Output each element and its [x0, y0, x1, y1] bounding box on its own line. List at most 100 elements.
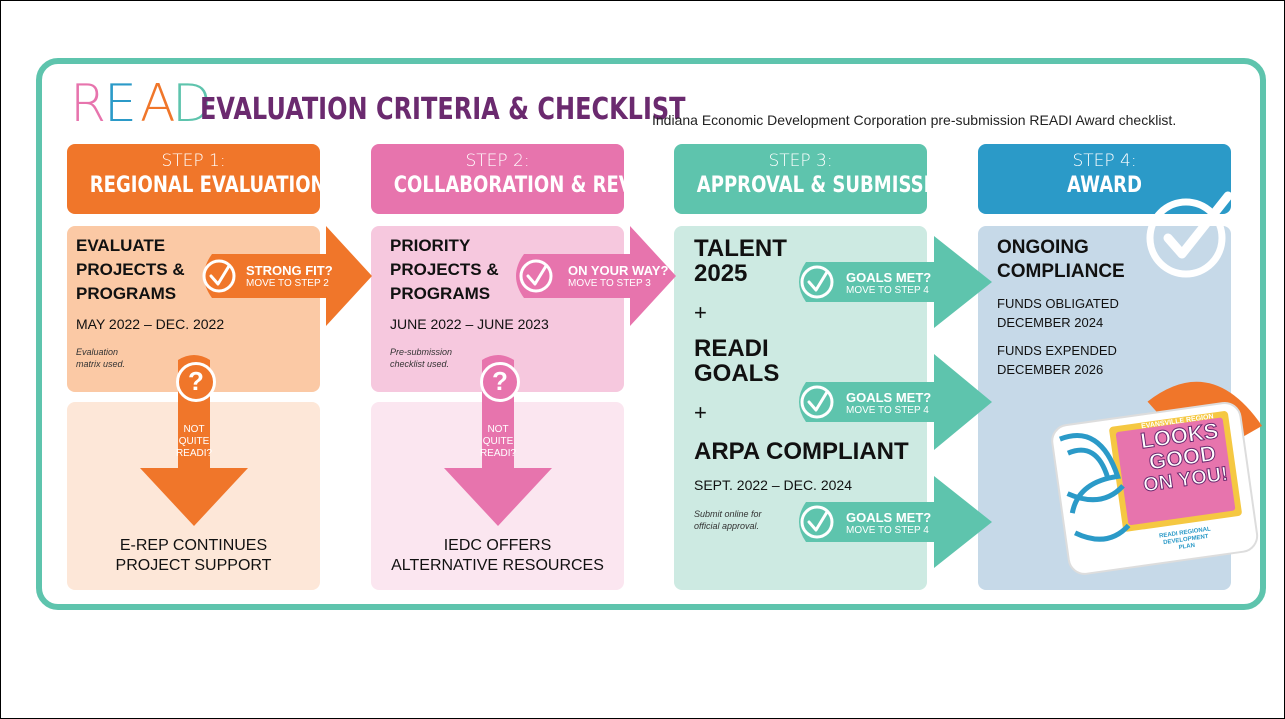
step2-note-line-1: Pre-submission — [390, 347, 453, 357]
step1-notq-line-2: QUITE — [178, 436, 210, 447]
step1-bottom-text: E-REP CONTINUES PROJECT SUPPORT — [67, 536, 320, 576]
goals-met-label-3: GOALS MET? MOVE TO STEP 4 — [846, 510, 931, 536]
question-icon: ? — [176, 362, 216, 402]
on-your-way-check-icon — [519, 259, 553, 293]
step3-number: STEP 3: — [768, 151, 833, 171]
step1-date: MAY 2022 – DEC. 2022 — [76, 316, 225, 332]
step1-not-quite-readi: NOT QUITE READI? — [174, 424, 214, 460]
step1-down-arrow — [140, 355, 248, 526]
goals-met-text-1: GOALS MET? — [846, 270, 932, 285]
step4-number: STEP 4: — [1072, 151, 1137, 171]
step2-forward-arrow — [516, 226, 676, 326]
step3-date: SEPT. 2022 – DEC. 2024 — [694, 477, 852, 493]
step4-expended-line-1: FUNDS EXPENDED — [997, 343, 1117, 358]
step2-title: PRIORITY PROJECTS & PROGRAMS — [390, 234, 499, 306]
step1-title: EVALUATE PROJECTS & PROGRAMS — [76, 234, 185, 306]
step4-obligated: FUNDS OBLIGATED DECEMBER 2024 — [997, 294, 1119, 332]
badge-text: EVANSVILLE REGION LOOKS GOOD ON YOU! — [1121, 411, 1242, 499]
step3-readi-line-2: GOALS — [694, 360, 780, 387]
step3-note: Submit online for official approval. — [694, 508, 762, 532]
step1-bottom-line-1: E-REP CONTINUES — [119, 537, 268, 554]
step3-arpa: ARPA COMPLIANT — [694, 438, 909, 465]
goals-met-subtext-1: MOVE TO STEP 4 — [846, 285, 929, 296]
step2-bottom-text: IEDC OFFERS ALTERNATIVE RESOURCES — [371, 536, 624, 576]
looks-good-badge — [1051, 381, 1263, 575]
goals-met-text-2: GOALS MET? — [846, 390, 932, 405]
step1-notq-line-3: READI? — [175, 448, 213, 459]
step1-name: REGIONAL EVALUATION — [89, 173, 326, 198]
step4-title: ONGOING COMPLIANCE — [997, 236, 1125, 284]
step2-bottom-line-1: IEDC OFFERS — [443, 537, 552, 554]
page-title: EVALUATION CRITERIA & CHECKLIST — [200, 92, 686, 127]
step1-note-line-1: Evaluation — [76, 347, 119, 357]
strong-fit-text: STRONG FIT? — [246, 263, 333, 278]
page-subtitle: Indiana Economic Development Corporation… — [652, 112, 1177, 128]
step2-title-line-1: PRIORITY — [390, 236, 471, 255]
step3-readi: READI GOALS — [694, 336, 779, 386]
on-your-way-subtext: MOVE TO STEP 3 — [568, 278, 651, 289]
step2-down-arrow — [444, 355, 552, 526]
step2-not-quite-readi: NOT QUITE READI? — [478, 424, 518, 460]
step3-plus-1: + — [694, 300, 707, 325]
step3-readi-line-1: READI — [694, 335, 769, 362]
goals-met-subtext-3: MOVE TO STEP 4 — [846, 525, 929, 536]
goals-met-label-2: GOALS MET? MOVE TO STEP 4 — [846, 390, 931, 416]
step1-forward-arrow — [204, 226, 372, 326]
question-icon: ? — [480, 362, 520, 402]
step3-forward-arrow-2 — [799, 354, 992, 450]
step4-obligated-line-1: FUNDS OBLIGATED — [997, 296, 1119, 311]
step4-name: AWARD — [1066, 173, 1143, 198]
step1-title-line-3: PROGRAMS — [76, 284, 177, 303]
logo-letter-i: I — [186, 78, 192, 130]
step3-forward-arrow-1 — [799, 236, 992, 328]
step1-header: STEP 1: REGIONAL EVALUATION — [67, 144, 326, 214]
badge-e-pattern — [1058, 433, 1131, 542]
strong-fit-label: STRONG FIT? MOVE TO STEP 2 — [246, 263, 333, 289]
step3-header: STEP 3: APPROVAL & SUBMISSION — [674, 144, 961, 214]
step2-notq-line-3: READI? — [479, 448, 517, 459]
goals-met-check-icon-2 — [800, 385, 834, 419]
logo-letter-r: R — [70, 74, 107, 134]
step4-title-line-2: COMPLIANCE — [997, 261, 1125, 282]
badge-pink-panel — [1115, 417, 1236, 526]
logo-letter-a: A — [140, 74, 176, 134]
step3-note-line-2: official approval. — [694, 521, 760, 531]
strong-fit-check-icon — [202, 259, 236, 293]
step4-check-mark — [1163, 191, 1233, 259]
step2-title-line-2: PROJECTS & — [390, 260, 499, 279]
step4-title-line-1: ONGOING — [997, 237, 1089, 258]
step2-note-line-2: checklist used. — [390, 359, 450, 369]
on-your-way-text: ON YOUR WAY? — [568, 263, 669, 278]
step4-expended-line-2: DECEMBER 2026 — [997, 362, 1104, 377]
step3-talent-line-1: TALENT — [694, 235, 787, 262]
goals-met-check-icon-1 — [800, 265, 834, 299]
step3-forward-arrow-3 — [799, 476, 992, 568]
step1-note-line-2: matrix used. — [76, 359, 126, 369]
step2-date: JUNE 2022 – JUNE 2023 — [390, 316, 549, 332]
step1-bottom-line-2: PROJECT SUPPORT — [115, 557, 272, 574]
step3-talent-line-2: 2025 — [694, 260, 748, 287]
step1-title-line-1: EVALUATE — [76, 236, 166, 255]
step2-title-line-3: PROGRAMS — [390, 284, 491, 303]
on-your-way-label: ON YOUR WAY? MOVE TO STEP 3 — [568, 263, 668, 289]
strong-fit-subtext: MOVE TO STEP 2 — [246, 278, 329, 289]
step2-notq-line-2: QUITE — [482, 436, 514, 447]
logo-letter-e: E — [104, 74, 137, 134]
step2-number: STEP 2: — [465, 151, 530, 171]
step1-notq-line-1: NOT — [183, 424, 205, 435]
step2-bottom-line-2: ALTERNATIVE RESOURCES — [391, 557, 604, 574]
step1-note: Evaluation matrix used. — [76, 346, 125, 370]
goals-met-check-icon-3 — [800, 505, 834, 539]
logo-letter-d: D — [172, 74, 213, 134]
step4-check-circle — [1146, 198, 1226, 278]
goals-met-text-3: GOALS MET? — [846, 510, 932, 525]
step1-number: STEP 1: — [161, 151, 226, 171]
step3-talent: TALENT 2025 — [694, 236, 787, 286]
goals-met-subtext-2: MOVE TO STEP 4 — [846, 405, 929, 416]
step1-title-line-2: PROJECTS & — [76, 260, 185, 279]
step3-plus-2: + — [694, 400, 707, 425]
step2-notq-line-1: NOT — [487, 424, 509, 435]
goals-met-label-1: GOALS MET? MOVE TO STEP 4 — [846, 270, 931, 296]
step2-note: Pre-submission checklist used. — [390, 346, 452, 370]
